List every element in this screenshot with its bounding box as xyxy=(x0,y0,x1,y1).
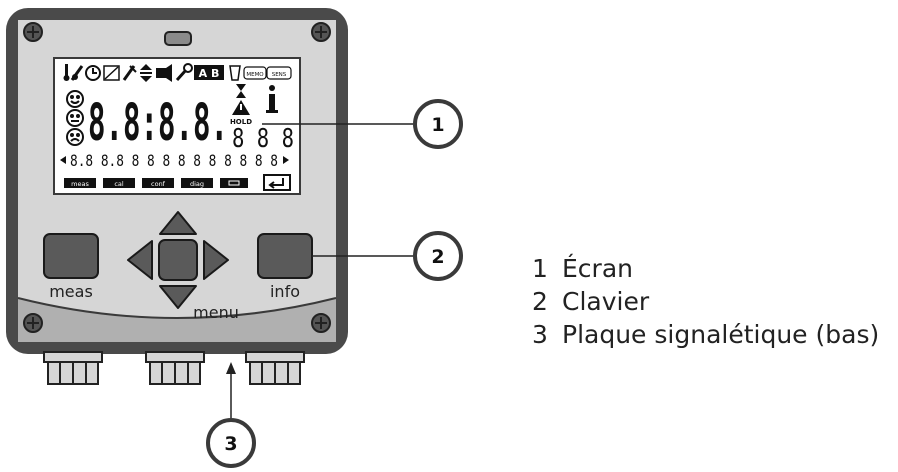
meas-key[interactable] xyxy=(43,233,99,279)
lcd-icon-row: A B MEMO SENS xyxy=(63,63,292,82)
sad-face-icon xyxy=(66,128,84,146)
clock-icon xyxy=(85,65,101,81)
info-key-label: info xyxy=(270,282,300,301)
arrow-right-key[interactable] xyxy=(203,240,229,280)
callout-3-label: 3 xyxy=(224,433,237,455)
callout-2 xyxy=(413,231,463,281)
sens-icon: SENS xyxy=(266,66,292,80)
info-icon xyxy=(266,85,278,113)
arrow-left-icon xyxy=(60,156,66,164)
screw-icon xyxy=(23,313,43,333)
housing-bottom-band xyxy=(18,298,336,342)
status-led xyxy=(164,31,192,46)
wrench-icon xyxy=(175,63,193,82)
callout-3 xyxy=(206,418,256,468)
navigation-pad xyxy=(127,211,229,309)
memo-icon: MEMO xyxy=(243,66,267,80)
arrowhead-up-icon xyxy=(226,362,236,374)
limit-arrows-icon xyxy=(140,64,152,82)
happy-face-icon xyxy=(66,90,84,108)
beaker-icon xyxy=(229,65,241,81)
legend-number: 2 xyxy=(532,287,548,316)
callout-2-label: 2 xyxy=(431,246,444,268)
legend-text: Plaque signalétique (bas) xyxy=(562,320,880,349)
parameter-set-label: A B xyxy=(199,67,220,80)
legend-number: 1 xyxy=(532,254,548,283)
legend-text: Écran xyxy=(562,254,633,283)
softkey-cal: cal xyxy=(114,180,124,188)
info-key[interactable] xyxy=(257,233,313,279)
warning-icon xyxy=(232,100,250,115)
softkey-diag: diag xyxy=(190,180,204,188)
calibration-probe-icon xyxy=(122,65,137,81)
legend: 1 Écran 2 Clavier 3 Plaque signalétique … xyxy=(532,252,898,351)
callout-1-label: 1 xyxy=(431,114,444,136)
legend-number: 3 xyxy=(532,320,548,349)
meas-key-label: meas xyxy=(49,282,93,301)
lcd-text-line: 8.8 8.8 8 8 8 8 8 8 8 8 8 8 xyxy=(70,151,278,170)
lcd-secondary-value: 8 8 8 xyxy=(232,124,294,154)
legend-item: 1 Écran xyxy=(532,252,898,285)
cable-gland xyxy=(245,351,305,385)
legend-item: 2 Clavier xyxy=(532,285,898,318)
hourglass-icon xyxy=(236,84,246,98)
screw-icon xyxy=(23,22,43,42)
neutral-face-icon xyxy=(66,109,84,127)
enter-icon xyxy=(263,174,291,191)
lcd-main-value: 8.8:8.8. xyxy=(88,94,228,153)
hold-label: HOLD xyxy=(230,118,252,126)
flow-icon xyxy=(156,64,172,82)
sensoface-column xyxy=(66,90,84,146)
menu-key-label: menu xyxy=(193,303,239,322)
arrow-left-key[interactable] xyxy=(127,240,153,280)
softkey-meas: meas xyxy=(71,180,89,188)
parameter-set-icon: A B xyxy=(194,65,224,80)
memo-label: MEMO xyxy=(246,72,264,78)
softkey-box-icon xyxy=(228,180,240,186)
legend-text: Clavier xyxy=(562,287,650,316)
arrow-up-key[interactable] xyxy=(159,211,197,235)
sensor-probe-icon xyxy=(70,65,84,81)
cable-gland xyxy=(145,351,205,385)
screw-icon xyxy=(311,313,331,333)
enter-key[interactable] xyxy=(158,239,198,281)
callout-1 xyxy=(413,99,463,149)
legend-item: 3 Plaque signalétique (bas) xyxy=(532,318,898,351)
slope-icon xyxy=(103,65,120,81)
screw-icon xyxy=(311,22,331,42)
arrow-down-key[interactable] xyxy=(159,285,197,309)
sens-label: SENS xyxy=(272,72,287,78)
lcd-softkeys: meas cal conf diag xyxy=(64,174,291,191)
cable-gland xyxy=(43,351,103,385)
arrow-right-icon xyxy=(283,156,289,164)
thermometer-icon xyxy=(63,64,70,81)
softkey-conf: conf xyxy=(151,180,166,188)
